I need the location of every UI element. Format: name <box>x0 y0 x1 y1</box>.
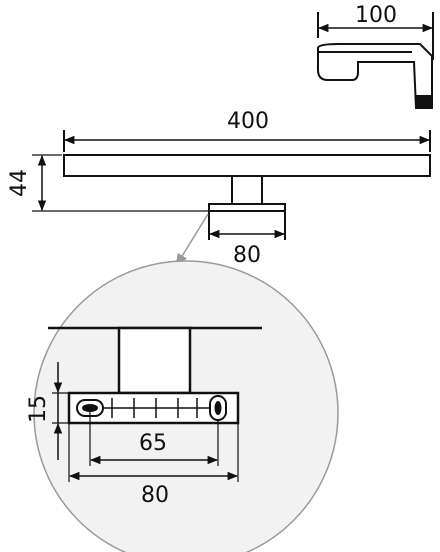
detail-leader <box>175 213 209 268</box>
dim-label-hole-spacing: 65 <box>139 431 167 456</box>
dim-label-plate-height: 15 <box>26 395 51 423</box>
dim-label-side-depth: 100 <box>355 3 397 28</box>
dim-label-total-length: 400 <box>227 109 269 134</box>
dim-label-mount-width: 80 <box>233 243 261 268</box>
front-view <box>32 130 431 240</box>
dim-label-height: 44 <box>7 169 32 197</box>
dim-label-plate-width: 80 <box>141 483 169 508</box>
detail-view <box>48 326 262 482</box>
side-view <box>317 12 434 109</box>
